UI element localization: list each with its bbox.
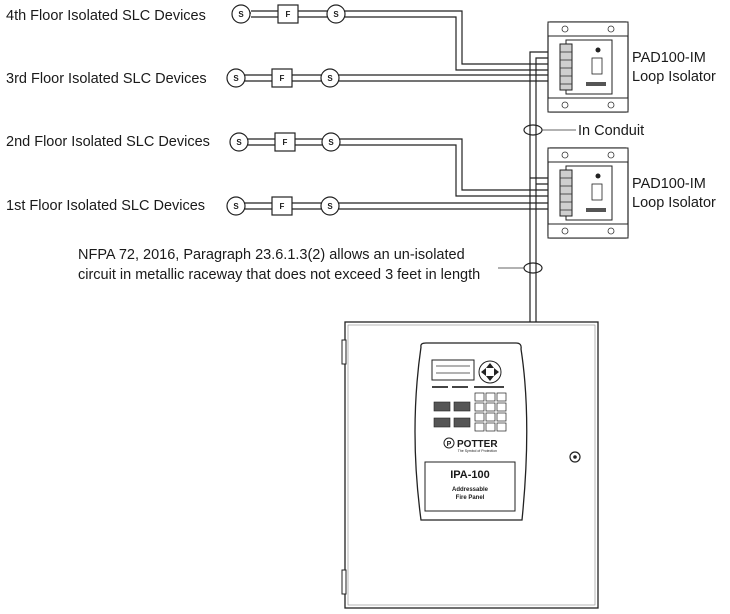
- svg-text:P: P: [447, 441, 452, 448]
- device-letter: S: [328, 138, 334, 147]
- conduit-label: In Conduit: [578, 123, 644, 139]
- conduit-marker-icon: [523, 262, 543, 274]
- nfpa-note-line1: NFPA 72, 2016, Paragraph 23.6.1.3(2) all…: [78, 247, 465, 263]
- lcd-display: [431, 359, 475, 381]
- device-letter: S: [333, 10, 339, 19]
- smoke-detector-icon: [321, 132, 341, 152]
- floor-row-4: 4th Floor Isolated SLC Devices S F S: [6, 4, 560, 71]
- isolator-upper: PAD100-IM Loop Isolator: [547, 21, 716, 113]
- device-letter: F: [280, 74, 285, 83]
- device-letter: F: [283, 138, 288, 147]
- isolator-name: Loop Isolator: [632, 69, 716, 85]
- fire-panel: P POTTER The Symbol of Protection IPA-10…: [341, 321, 599, 609]
- terminal-block: [559, 43, 573, 91]
- monitor-module-icon: [271, 196, 293, 216]
- smoke-detector-icon: [229, 132, 249, 152]
- floor-row-1: 1st Floor Isolated SLC Devices S F S: [6, 196, 560, 216]
- panel-model: IPA-100: [450, 469, 490, 481]
- device-letter: S: [236, 138, 242, 147]
- smoke-detector-icon: [320, 196, 340, 216]
- isolator-name: Loop Isolator: [632, 195, 716, 211]
- device-letter: S: [327, 74, 333, 83]
- nfpa-note-line2: circuit in metallic raceway that does no…: [78, 267, 480, 283]
- terminal-block: [559, 169, 573, 217]
- panel-brand: POTTER: [457, 439, 498, 450]
- device-letter: S: [233, 74, 239, 83]
- potter-logo-icon: [443, 437, 455, 449]
- numeric-keypad: [474, 392, 507, 432]
- device-letter: S: [238, 10, 244, 19]
- monitor-module-icon: [277, 4, 299, 24]
- device-letter: S: [327, 202, 333, 211]
- smoke-detector-icon: [226, 68, 246, 88]
- smoke-detector-icon: [320, 68, 340, 88]
- panel-tagline: The Symbol of Protection: [458, 449, 497, 453]
- device-letter: S: [233, 202, 239, 211]
- floor-label: 2nd Floor Isolated SLC Devices: [6, 134, 210, 150]
- floor-row-2: 2nd Floor Isolated SLC Devices S F S: [6, 132, 560, 197]
- smoke-detector-icon: [226, 196, 246, 216]
- panel-desc-line2: Fire Panel: [456, 495, 485, 501]
- isolator-model: PAD100-IM: [632, 50, 706, 66]
- isolator-model: PAD100-IM: [632, 176, 706, 192]
- monitor-module-icon: [271, 68, 293, 88]
- smoke-detector-icon: [326, 4, 346, 24]
- monitor-module-icon: [274, 132, 296, 152]
- function-keys: [433, 401, 471, 428]
- device-letter: F: [286, 10, 291, 19]
- floor-label: 1st Floor Isolated SLC Devices: [6, 198, 205, 214]
- isolator-lower: PAD100-IM Loop Isolator: [547, 147, 716, 239]
- conduit-marker-icon: [523, 124, 543, 136]
- floor-label: 3rd Floor Isolated SLC Devices: [6, 71, 207, 87]
- navigation-arrows-icon: [478, 360, 502, 384]
- panel-label-box: [424, 461, 516, 512]
- smoke-detector-icon: [231, 4, 251, 24]
- panel-desc-line1: Addressable: [452, 487, 489, 493]
- floor-label: 4th Floor Isolated SLC Devices: [6, 8, 206, 24]
- floor-row-3: 3rd Floor Isolated SLC Devices S F S: [6, 68, 560, 88]
- device-letter: F: [280, 202, 285, 211]
